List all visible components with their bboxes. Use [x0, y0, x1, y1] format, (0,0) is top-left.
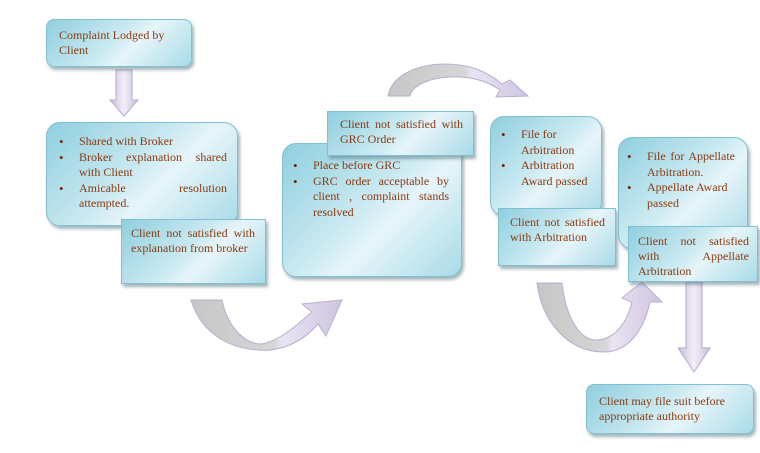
final-outcome-box: Client may file suit before appropriate …	[586, 384, 754, 434]
arbitration-stage-box: File for Arbitration Arbitration Award p…	[490, 116, 602, 216]
broker-stage-list: Shared with Broker Broker explanation sh…	[53, 134, 227, 212]
broker-stage-box: Shared with Broker Broker explanation sh…	[46, 122, 238, 226]
list-item: File for Arbitration	[495, 127, 595, 158]
complaint-lodged-text: Complaint Lodged by Client	[59, 28, 165, 57]
curved-arrow-icon	[190, 299, 343, 351]
list-item: Appellate Award passed	[621, 180, 735, 211]
appellate-unsatisfied-text: Client not satisfied with Appellate Arbi…	[638, 234, 749, 278]
list-item: Place before GRC	[287, 158, 449, 174]
list-item: Broker explanation shared with Client	[53, 150, 227, 181]
list-item: Arbitration Award passed	[495, 158, 595, 189]
curved-arrow-icon	[387, 63, 530, 98]
grc-unsatisfied-box: Client not satisfied with GRC Order	[327, 111, 474, 156]
broker-unsatisfied-text: Client not satisfied with explanation fr…	[131, 226, 255, 255]
list-item: File for Appellate Arbitration.	[621, 149, 735, 180]
arbitration-stage-list: File for Arbitration Arbitration Award p…	[495, 127, 595, 189]
down-arrow-icon	[108, 69, 140, 117]
grc-stage-box: Place before GRC GRC order acceptable by…	[282, 143, 462, 277]
list-item: GRC order acceptable by client , complai…	[287, 174, 449, 221]
arbitration-unsatisfied-text: Client not satisfied with Arbitration	[510, 215, 605, 244]
final-outcome-text: Client may file suit before appropriate …	[599, 394, 725, 423]
curved-arrow-icon	[536, 281, 664, 353]
complaint-lodged-box: Complaint Lodged by Client	[46, 19, 192, 67]
appellate-unsatisfied-box: Client not satisfied with Appellate Arbi…	[628, 226, 758, 282]
appellate-stage-list: File for Appellate Arbitration. Appellat…	[621, 149, 735, 211]
grc-unsatisfied-text: Client not satisfied with GRC Order	[340, 117, 463, 146]
arbitration-unsatisfied-box: Client not satisfied with Arbitration	[498, 208, 616, 266]
down-arrow-icon	[677, 281, 711, 373]
grc-stage-list: Place before GRC GRC order acceptable by…	[287, 158, 449, 220]
list-item: Shared with Broker	[53, 134, 227, 150]
broker-unsatisfied-box: Client not satisfied with explanation fr…	[121, 219, 266, 284]
list-item: Amicable resolution attempted.	[53, 181, 227, 212]
